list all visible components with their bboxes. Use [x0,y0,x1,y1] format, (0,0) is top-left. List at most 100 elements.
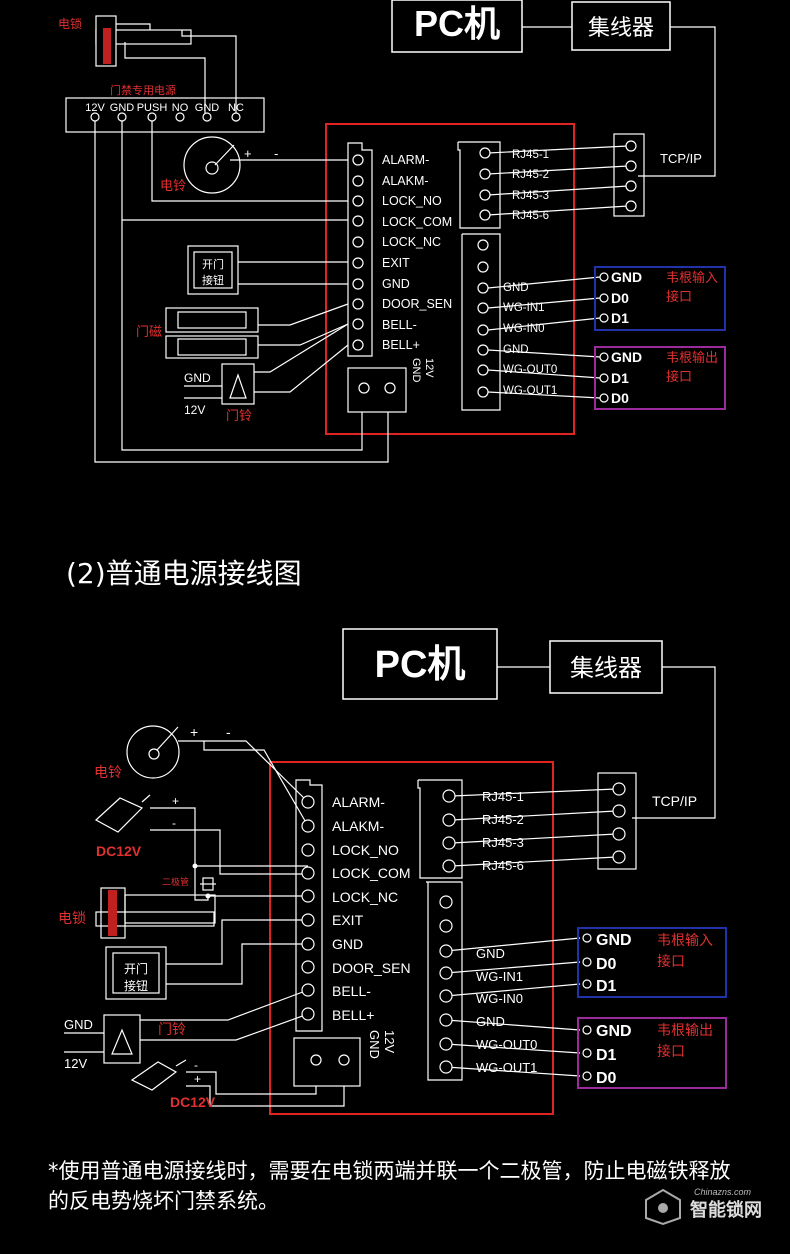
wg-in-title: 接口 [666,289,692,304]
doorbell-label: 门铃 [226,408,252,423]
doorbell-box [221,363,255,405]
hub-label: 集线器 [588,15,654,40]
wg-label: WG-OUT1 [503,385,557,397]
wg-label: GND [503,344,529,356]
terminal-label: LOCK_NC [332,889,398,905]
terminal-label: LOCK_NO [382,194,442,208]
watermark-cn: 智能锁网 [690,1200,762,1221]
power-in-gnd: GND [367,1030,382,1059]
bell-minus: - [274,146,278,161]
exit-button-line1: 开门 [202,257,224,271]
pc-label: PC机 [414,3,500,44]
wg-label: WG-OUT0 [503,364,557,376]
wg-in-pin: GND [596,932,632,949]
wg-out-pin: GND [611,349,642,365]
pc-label: PC机 [375,644,466,686]
wg-label: GND [476,946,505,961]
wg-out-pin: D0 [611,390,629,406]
wg-label: WG-OUT1 [476,1060,537,1075]
lock-label: 电锁 [58,910,86,926]
pc-box [391,0,523,53]
power-terminal: PUSH [137,102,168,114]
door-magnet [165,307,259,333]
hub-label: 集线器 [570,655,642,682]
adapter2-plus: + [194,1072,201,1086]
wg-in-pin: D0 [596,956,617,973]
power-title: 门禁专用电源 [110,83,176,97]
power-terminal: GND [110,102,135,114]
wg-label: WG-OUT0 [476,1037,537,1052]
rj45-label: RJ45-2 [512,169,549,181]
terminal-label: LOCK_COM [332,865,411,881]
hub-box [571,1,671,51]
wg-out-pin: D1 [611,370,629,386]
rj45-label: RJ45-6 [482,858,524,873]
adapter-label: DC12V [96,843,142,859]
terminal-label: EXIT [332,912,364,928]
wg-label: WG-IN0 [476,991,523,1006]
terminal-label: ALAKM- [332,818,384,834]
doorbell-12v: 12V [184,403,205,417]
wiegand-in-box [577,927,727,998]
tcpip-label: TCP/IP [660,151,702,166]
wg-out-title: 韦根输出 [666,350,718,365]
wg-out-title: 韦根输出 [657,1022,713,1038]
rj45-label: RJ45-3 [512,190,549,202]
exit-button-line1: 开门 [124,961,148,976]
wg-out-pin: D1 [596,1047,617,1064]
terminal-label: BELL- [332,983,371,999]
terminal-label: DOOR_SEN [332,960,411,976]
wg-in-pin: D1 [611,310,629,326]
wg-out-pin: GND [596,1023,632,1040]
power-terminal: 12V [85,102,105,114]
power-in-12v: 12V [423,358,435,378]
power-terminal: NO [172,102,189,114]
wg-label: GND [476,1014,505,1029]
wg-in-pin: D0 [611,290,629,306]
wg-in-title: 接口 [657,953,685,969]
wiegand-in-box [594,266,726,331]
section-title: (2)普通电源接线图 [66,557,302,590]
rj45-label: RJ45-2 [482,812,524,827]
wg-in-pin: GND [611,269,642,285]
footnote: *使用普通电源接线时，需要在电锁两端并联一个二极管，防止电磁铁释放的反电势烧坏门… [48,1159,731,1213]
power-supply-box [65,97,265,133]
bell-body [183,136,241,194]
adapter2-minus: - [194,1058,198,1072]
adapter2-label: DC12V [170,1094,216,1110]
exit-button-line2: 接钮 [124,978,148,993]
wg-in-pin: D1 [596,978,617,995]
rj45-label: RJ45-1 [512,149,549,161]
terminal-label: LOCK_COM [382,215,452,229]
bell-plus: + [190,724,198,740]
doorbell-12v: 12V [64,1056,87,1071]
bell-minus: - [226,724,231,740]
terminal-label: ALARM- [332,794,385,810]
terminal-label: LOCK_NC [382,235,441,249]
diagram-2: PC机 集线器 TCP/IP 电铃 + - DC12V + - 二极管 电锁 开… [58,628,727,1115]
power-in-gnd: GND [410,358,422,383]
terminal-label: LOCK_NO [332,842,399,858]
terminal-label: ALAKM- [382,174,429,188]
tcpip-block [613,133,645,217]
controller-board [269,761,554,1115]
power-terminal: NC [228,102,244,114]
wg-label: WG-IN1 [476,969,523,984]
diagram-1: PC机 集线器 TCP/IP 电锁 门禁专用电源 12V GND PUSH NO… [58,0,726,463]
bell-label: 电铃 [94,764,122,780]
wg-out-title: 接口 [666,369,692,384]
wiegand-out-box [594,346,726,410]
pc-box [342,628,498,700]
doorbell-gnd: GND [64,1017,93,1032]
bell-body [126,725,180,779]
exit-button-line2: 接钮 [202,273,224,287]
wg-in-title: 韦根输入 [666,270,718,285]
terminal-label: BELL- [382,318,417,332]
rj45-label: RJ45-1 [482,789,524,804]
doorbell-gnd: GND [184,371,211,385]
power-terminal: GND [195,102,220,114]
terminal-label: GND [382,277,410,291]
diode-label: 二极管 [162,876,189,887]
tcpip-label: TCP/IP [652,793,697,809]
wg-out-title: 接口 [657,1043,685,1059]
